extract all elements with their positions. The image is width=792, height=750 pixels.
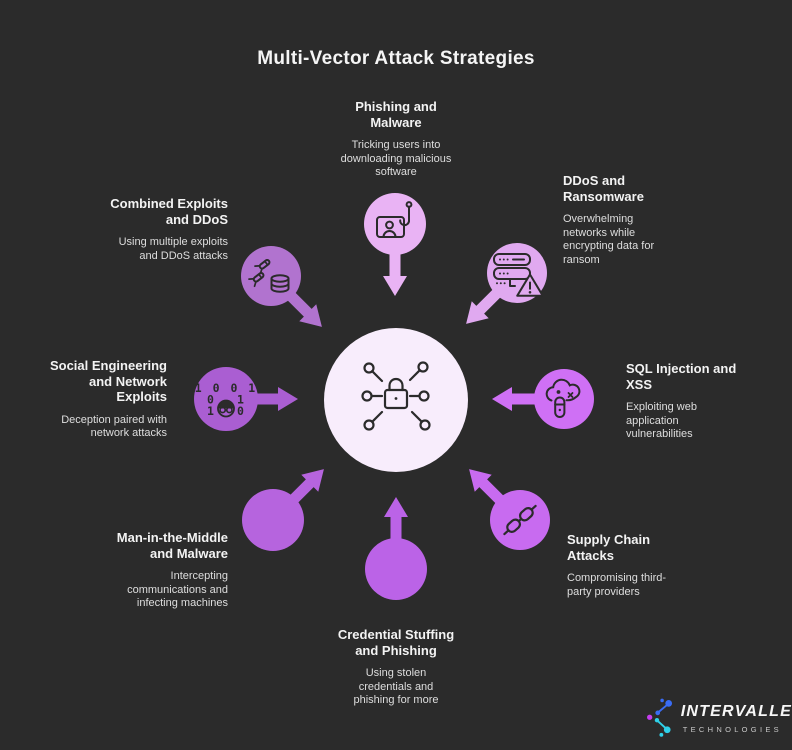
logo-tagline: TECHNOLOGIES: [682, 724, 782, 734]
spoke-text-credential: Credential Stuffing and Phishing Using s…: [306, 627, 486, 708]
svg-text:1: 1: [207, 404, 214, 418]
phishing-hook-screen-icon: [376, 201, 413, 238]
spoke-title: Credential Stuffing and Phishing: [337, 627, 455, 658]
server-warning-icon: [493, 253, 544, 297]
page-title: Multi-Vector Attack Strategies: [257, 48, 535, 69]
spoke-circle-combined: [241, 246, 301, 306]
spoke-title: Man-in-the-Middle and Malware: [116, 530, 228, 561]
spoke-title: SQL Injection and XSS: [626, 361, 737, 392]
binary-spy-icon: 1 0 0 1 0 1 1 0: [195, 381, 257, 418]
spoke-description: Overwhelming networks while encrypting d…: [563, 213, 655, 266]
svg-text:1 0 0 1: 1 0 0 1: [195, 381, 257, 395]
bombs-database-icon: [248, 259, 290, 293]
svg-text:1: 1: [237, 393, 244, 407]
spoke-title: Phishing and Malware: [355, 99, 437, 130]
network-dots-icon: [647, 698, 673, 737]
spoke-text-social: Social Engineering and Network Exploits …: [17, 358, 167, 441]
arrow-phishing: [383, 248, 407, 296]
arrow-combined: [284, 289, 322, 327]
spoke-description: Tricking users into downloading maliciou…: [340, 139, 452, 178]
arrow-credential: [384, 497, 408, 545]
spoke-description: Using stolen credentials and phishing fo…: [353, 667, 439, 706]
spoke-title: Social Engineering and Network Exploits: [49, 358, 167, 404]
lock-network-icon: [361, 361, 431, 431]
spoke-title: Supply Chain Attacks: [567, 532, 651, 563]
chain-links-icon: [503, 504, 537, 536]
arrow-supply: [469, 469, 507, 507]
arrow-social: [250, 387, 298, 411]
spoke-description: Using multiple exploits and DDoS attacks: [118, 236, 228, 262]
spoke-text-ddos: DDoS and Ransomware Overwhelming network…: [563, 173, 698, 267]
spoke-title: Combined Exploits and DDoS: [110, 196, 228, 227]
center-circle: [324, 328, 468, 472]
arrow-ddos: [466, 286, 504, 324]
svg-text:0: 0: [207, 393, 214, 407]
spoke-title: DDoS and Ransomware: [563, 173, 644, 204]
intervalle-logo: INTERVALLE TECHNOLOGIES: [646, 688, 792, 748]
arrow-mitm: [286, 469, 324, 507]
spoke-description: Exploiting web application vulnerabiliti…: [626, 401, 697, 440]
spoke-text-supply: Supply Chain Attacks Compromising third-…: [567, 532, 702, 599]
arrow-sql: [492, 387, 540, 411]
cloud-injection-icon: [545, 378, 581, 418]
spoke-description: Intercepting communications and infectin…: [127, 570, 228, 609]
spoke-text-phishing: Phishing and Malware Tricking users into…: [306, 99, 486, 180]
spoke-circle-social: [194, 367, 258, 431]
spoke-circle-mitm: [242, 489, 304, 551]
svg-text:0: 0: [237, 404, 244, 418]
spoke-description: Deception paired with network attacks: [61, 413, 167, 440]
spoke-circle-phishing: [364, 193, 426, 255]
spoke-text-mitm: Man-in-the-Middle and Malware Intercepti…: [58, 530, 228, 611]
spoke-description: Compromising third- party providers: [567, 572, 667, 598]
spoke-circle-credential: [365, 538, 427, 600]
spoke-text-combined: Combined Exploits and DDoS Using multipl…: [58, 196, 228, 263]
logo-name: INTERVALLE: [680, 702, 792, 720]
spoke-text-sql: SQL Injection and XSS Exploiting web app…: [626, 361, 771, 442]
